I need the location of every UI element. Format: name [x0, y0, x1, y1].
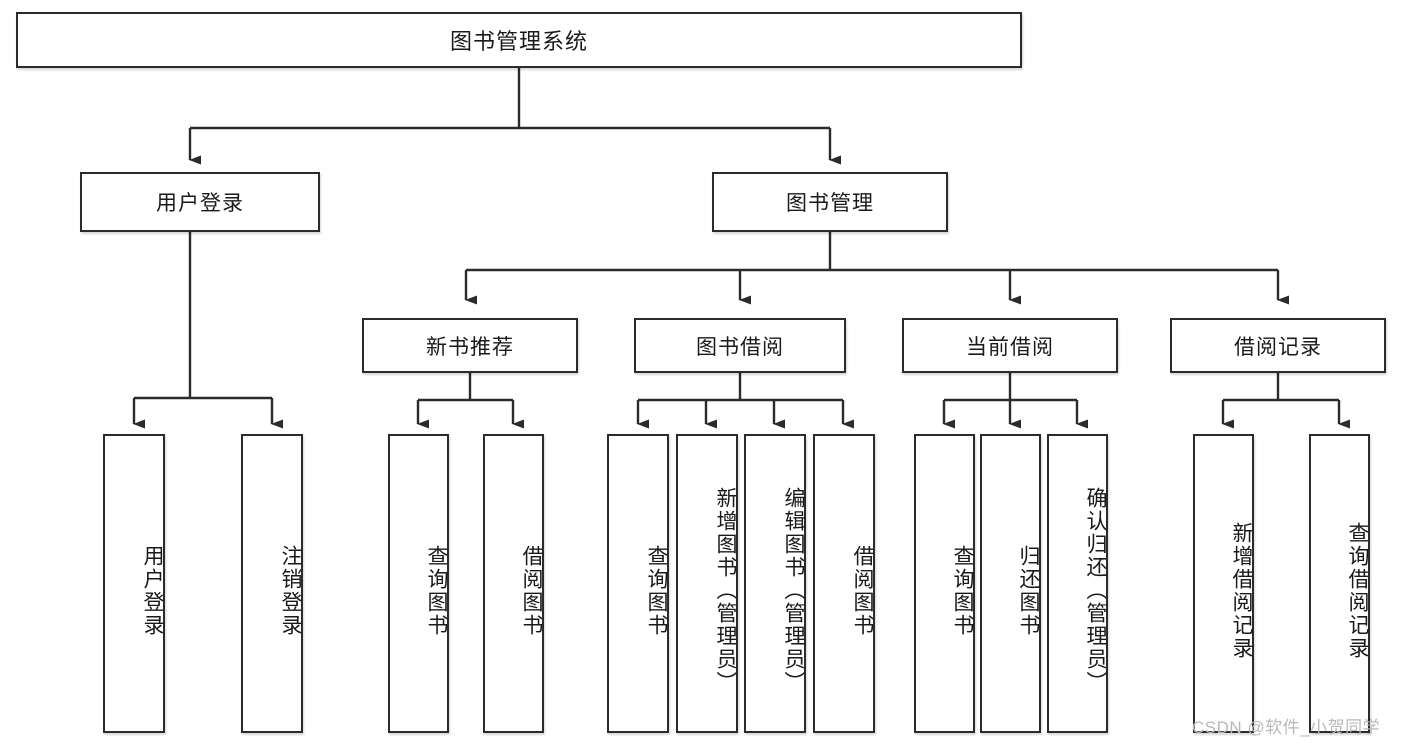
leaf-current-return-book[interactable]: 归还图书 [980, 434, 1041, 733]
leaf-records-add-record[interactable]: 新增借阅记录 [1193, 434, 1254, 733]
leaf-recommend-query-book[interactable]: 查询图书 [388, 434, 449, 733]
node-label: 新书推荐 [426, 335, 514, 359]
node-label: 注销登录 [279, 544, 302, 637]
leaf-current-query-book[interactable]: 查询图书 [914, 434, 975, 733]
leaf-borrow-add-book-admin[interactable]: 新增图书（管理员） [676, 434, 738, 733]
node-label: 借阅记录 [1234, 335, 1322, 359]
node-label: 确认归还（管理员） [1084, 487, 1107, 694]
node-current-borrow[interactable]: 当前借阅 [902, 318, 1118, 373]
node-label: 查询图书 [425, 544, 448, 637]
leaf-borrow-query-book[interactable]: 查询图书 [607, 434, 669, 733]
leaf-records-query-record[interactable]: 查询借阅记录 [1309, 434, 1370, 733]
node-label: 用户登录 [141, 544, 164, 637]
leaf-recommend-borrow-book[interactable]: 借阅图书 [483, 434, 544, 733]
node-label: 新增图书（管理员） [714, 487, 737, 694]
node-book-borrow[interactable]: 图书借阅 [634, 318, 846, 373]
node-book-management[interactable]: 图书管理 [712, 172, 948, 232]
leaf-borrow-borrow-book[interactable]: 借阅图书 [813, 434, 875, 733]
node-new-book-recommend[interactable]: 新书推荐 [362, 318, 578, 373]
node-label: 查询借阅记录 [1346, 521, 1369, 660]
watermark-text: CSDN @软件_小贺同学 [1192, 718, 1381, 737]
node-user-login[interactable]: 用户登录 [80, 172, 320, 232]
node-label: 新增借阅记录 [1230, 521, 1253, 660]
node-borrow-records[interactable]: 借阅记录 [1170, 318, 1386, 373]
node-label: 当前借阅 [966, 335, 1054, 359]
leaf-borrow-edit-book-admin[interactable]: 编辑图书（管理员） [744, 434, 806, 733]
node-label: 编辑图书（管理员） [782, 487, 805, 694]
leaf-user-login[interactable]: 用户登录 [103, 434, 165, 733]
node-label: 图书借阅 [696, 335, 784, 359]
leaf-current-confirm-return-admin[interactable]: 确认归还（管理员） [1047, 434, 1108, 733]
node-label: 借阅图书 [851, 544, 874, 637]
node-label: 归还图书 [1017, 544, 1040, 637]
node-label: 用户登录 [156, 192, 244, 215]
node-label: 查询图书 [645, 544, 668, 637]
node-label: 图书管理系统 [449, 29, 588, 54]
node-root-book-management-system[interactable]: 图书管理系统 [16, 12, 1022, 68]
node-label: 借阅图书 [520, 544, 543, 637]
leaf-user-logout[interactable]: 注销登录 [241, 434, 303, 733]
node-label: 图书管理 [786, 192, 874, 215]
node-label: 查询图书 [951, 544, 974, 637]
